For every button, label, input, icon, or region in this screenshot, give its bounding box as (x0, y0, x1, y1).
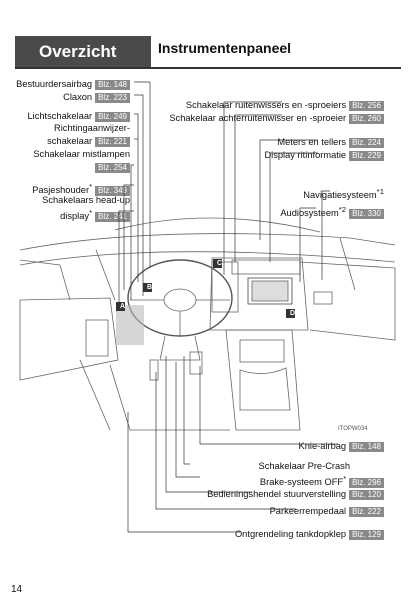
label-mistlampen: Schakelaar mistlampen (33, 149, 130, 159)
marker-b-label: B (146, 284, 153, 291)
marker-c-label: C (216, 260, 223, 267)
image-code: ITOPW034 (338, 426, 368, 432)
marker-d-label: D (289, 310, 296, 317)
marker-a (116, 302, 125, 311)
page-title: Instrumentenpaneel (158, 40, 292, 56)
marker-c (213, 259, 222, 268)
label-precrash-1: Schakelaar Pre-Crash (258, 461, 350, 471)
page-number: 14 (11, 584, 23, 595)
marker-a-label: A (119, 303, 126, 310)
label-achterruit: Schakelaar achterruitenwisser en -sproei… (169, 112, 384, 124)
label-pasjeshouder: Pasjeshouder*Blz. 349 (32, 181, 130, 196)
header-rule (15, 67, 401, 69)
label-richting-1: Richtingaanwijzer- (54, 123, 130, 133)
label-mistlampen-ref: Blz. 254 (92, 161, 130, 173)
marker-d (286, 309, 295, 318)
marker-b (143, 283, 152, 292)
label-headup-2: display*Blz. 241 (60, 207, 130, 222)
section-tab: Overzicht (15, 36, 151, 67)
label-navigatie: Navigatiesysteem*1 (303, 187, 384, 201)
label-precrash-2: Brake-systeem OFF*Blz. 296 (260, 473, 384, 488)
label-headup-1: Schakelaars head-up (42, 195, 130, 205)
